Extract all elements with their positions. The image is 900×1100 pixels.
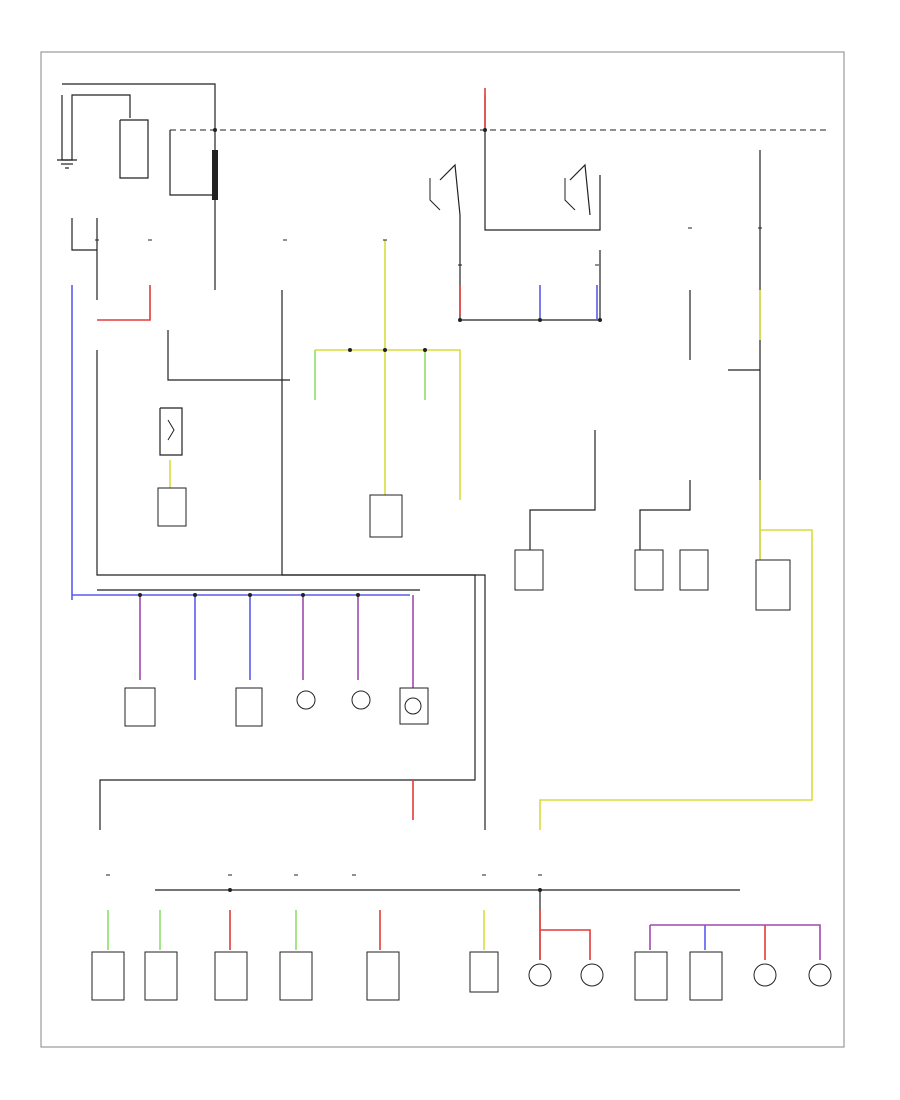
junction-dot <box>228 888 232 892</box>
cooling-relay <box>679 549 709 591</box>
lower-box-8 <box>689 951 723 1001</box>
wire-red-lower-4 <box>540 929 591 960</box>
wire-headlight-top <box>484 95 601 231</box>
lower-box-5 <box>366 951 400 1001</box>
wire-violet-lower <box>650 924 821 960</box>
wire-ecm-box <box>159 407 183 456</box>
lower-box-7 <box>634 951 668 1001</box>
wire-fuse-ignition <box>169 130 215 196</box>
junction-dot <box>138 593 142 597</box>
junction-dot <box>301 593 305 597</box>
junction-dot <box>538 888 542 892</box>
wire-headlight-relays <box>439 163 601 321</box>
junction-dot <box>248 593 252 597</box>
wire-mid-trunk <box>96 290 283 576</box>
wire-battery-loop <box>61 94 131 161</box>
lower-box-4 <box>279 951 313 1001</box>
left-headlight-relay-switch <box>429 178 441 211</box>
junction-dot <box>348 348 352 352</box>
junction-dot <box>598 318 602 322</box>
combination-meter-box <box>124 687 156 727</box>
lower-box-3 <box>214 951 248 1001</box>
wire-switch-right <box>529 430 596 550</box>
lower-box-1 <box>91 951 125 1001</box>
wire-switch-right-2 <box>639 480 691 550</box>
wire-headlight-relay-right <box>569 163 591 216</box>
left-tail-lamp <box>753 963 777 987</box>
right-headlight-relay-switch <box>564 178 576 211</box>
lower-box-2 <box>144 951 178 1001</box>
ground-symbol <box>57 159 77 169</box>
blower-relay <box>514 549 544 591</box>
ecm-module <box>157 487 187 527</box>
junction-dot <box>213 128 217 132</box>
left-headlight-lamp <box>528 963 552 987</box>
lower-box-6 <box>469 951 499 993</box>
trunk-light-lamp <box>296 690 316 710</box>
diagram-frame <box>40 51 845 1048</box>
wire-ecm-ground <box>167 330 290 381</box>
ac-relay <box>634 549 664 591</box>
right-headlight-lamp <box>580 963 604 987</box>
license-light-lamp <box>351 690 371 710</box>
junction-dot <box>423 348 427 352</box>
horn-relay-box <box>755 559 791 611</box>
junction-dot <box>193 593 197 597</box>
wire-yellow-bus <box>315 349 461 500</box>
wire-mid-return-2 <box>282 574 486 830</box>
wire-starter <box>119 119 149 179</box>
ecm-switch <box>167 419 175 441</box>
wire-yellow-long-2 <box>539 480 813 830</box>
wire-red-ignition <box>97 285 151 321</box>
wire-main-feed <box>62 83 216 290</box>
junction-dot <box>383 348 387 352</box>
junction-dot <box>356 593 360 597</box>
dome-light-lamp <box>404 697 422 715</box>
junction-dot <box>538 318 542 322</box>
right-tail-lamp <box>808 963 832 987</box>
radio-module <box>369 494 403 538</box>
door-lock-box <box>235 687 263 727</box>
wire-left-trunk <box>71 218 97 251</box>
junction-dot <box>458 318 462 322</box>
junction-dot <box>483 128 487 132</box>
